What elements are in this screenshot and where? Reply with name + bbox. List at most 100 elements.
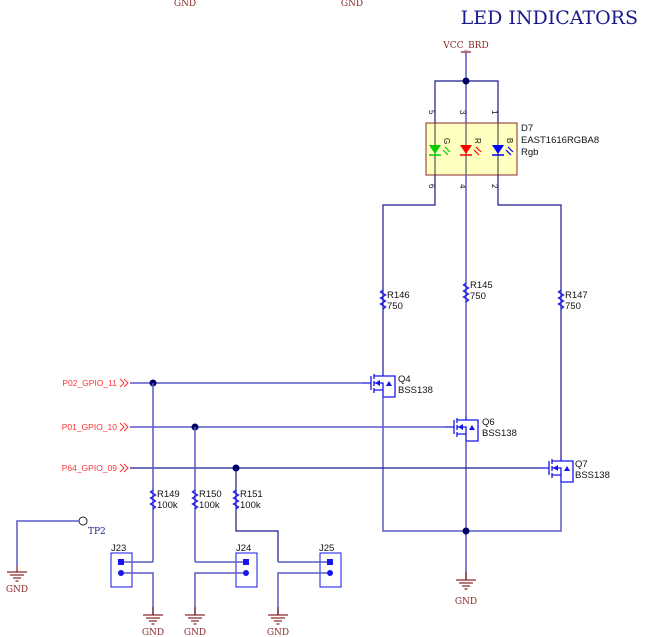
- wire: [382, 175, 436, 373]
- gnd-label: GND: [341, 0, 363, 9]
- testpoint-icon: [78, 516, 88, 526]
- pin-round-icon: [243, 570, 249, 576]
- pin-square-icon: [327, 559, 333, 565]
- offpage-arrow-icon: [119, 422, 129, 432]
- body-diode-icon: [386, 381, 392, 386]
- led-body: [425, 122, 518, 176]
- resistor-r146[interactable]: R146 750: [379, 289, 410, 312]
- pin-square-icon: [243, 559, 249, 565]
- ground-symbol: GND: [6, 566, 28, 595]
- gnd-label: GND: [6, 585, 28, 595]
- resistor-icon: [191, 489, 199, 510]
- pin-number: 6: [427, 184, 436, 189]
- jumper-j25[interactable]: J25: [319, 543, 342, 588]
- resistor-value: 750: [387, 301, 403, 312]
- led-d7[interactable]: G R B 5 3 1 6 4 2 D7 EAST1616RGBA8 Rgb: [425, 110, 599, 189]
- led-channel-r: R: [473, 138, 482, 144]
- mosfet-icon: [445, 417, 479, 442]
- resistor-ref: R147: [565, 290, 588, 301]
- wire: [194, 572, 243, 615]
- vcc-label: VCC_BRD: [442, 41, 488, 51]
- jumper-body: [319, 552, 342, 588]
- jumper-ref: J24: [236, 543, 251, 554]
- mosfet-arrow-icon: [553, 465, 558, 471]
- wire: [124, 572, 154, 615]
- testpoint-label: TP2: [88, 527, 106, 537]
- mosfet-q7[interactable]: Q7 BSS138: [540, 458, 610, 483]
- resistor-icon: [462, 282, 470, 303]
- net-p64-gpio-09[interactable]: P64_GPIO_09: [62, 463, 129, 473]
- jumper-ref: J25: [319, 543, 334, 554]
- gnd-label: GND: [142, 628, 164, 637]
- mosfet-q4[interactable]: Q4 BSS138: [362, 373, 433, 398]
- offpage-arrow-icon: [119, 463, 129, 473]
- junction: [462, 527, 470, 535]
- resistor-r151[interactable]: R151 100k: [232, 489, 263, 511]
- blue-led-icon: [492, 145, 514, 156]
- pin-square-icon: [118, 559, 124, 565]
- resistor-ref: R150: [199, 489, 222, 500]
- resistor-ref: R151: [240, 489, 263, 500]
- resistor-ref: R146: [387, 290, 410, 301]
- led-channel-b: B: [505, 138, 514, 143]
- led-value: Rgb: [521, 147, 538, 158]
- resistor-r150[interactable]: R150 100k: [191, 489, 222, 511]
- pin-round-icon: [118, 570, 124, 576]
- junction: [462, 77, 470, 85]
- resistor-value: 100k: [199, 500, 220, 511]
- resistor-ref: R149: [157, 489, 180, 500]
- mosfet-q6[interactable]: Q6 BSS138: [445, 417, 517, 442]
- page-title: LED INDICATORS: [461, 7, 638, 29]
- mosfet-part: BSS138: [398, 385, 433, 396]
- jumper-j23[interactable]: J23: [110, 543, 133, 588]
- jumper-body: [110, 552, 133, 588]
- pin-number: 5: [427, 110, 436, 115]
- jumper-ref: J23: [111, 543, 126, 554]
- resistor-icon: [149, 489, 157, 510]
- resistor-icon: [557, 289, 565, 310]
- mosfet-ref: Q6: [482, 417, 495, 428]
- led-ref: D7: [521, 123, 533, 134]
- pin-number: 1: [490, 110, 499, 115]
- led-channel-g: G: [442, 138, 451, 144]
- body-diode-icon: [564, 466, 570, 471]
- net-label: P64_GPIO_09: [62, 463, 118, 473]
- net-p02-gpio-11[interactable]: P02_GPIO_11: [62, 378, 129, 388]
- mosfet-ref: Q7: [575, 459, 588, 470]
- resistor-value: 750: [470, 291, 486, 302]
- jumper-j24[interactable]: J24: [235, 543, 258, 588]
- mosfet-icon: [362, 373, 396, 398]
- resistor-icon: [379, 289, 387, 310]
- resistor-icon: [232, 489, 240, 510]
- net-label: P01_GPIO_10: [62, 422, 118, 432]
- green-led-icon: [429, 145, 451, 156]
- resistor-r149[interactable]: R149 100k: [149, 489, 180, 511]
- gnd-label: GND: [184, 628, 206, 637]
- mosfet-arrow-icon: [458, 424, 463, 430]
- ground-symbol: GND: [455, 572, 477, 607]
- pin-round-icon: [327, 570, 333, 576]
- pin-number: 3: [458, 110, 467, 115]
- pin-number: 2: [490, 184, 499, 189]
- wire: [16, 520, 79, 566]
- ground-symbol: GND: [184, 607, 206, 637]
- red-led-icon: [460, 145, 482, 156]
- wire: [382, 397, 562, 532]
- mosfet-part: BSS138: [482, 428, 517, 439]
- testpoint-tp2[interactable]: TP2: [78, 516, 106, 537]
- resistor-r147[interactable]: R147 750: [557, 289, 588, 312]
- resistor-value: 100k: [157, 500, 178, 511]
- led-part: EAST1616RGBA8: [521, 135, 599, 146]
- resistor-ref: R145: [470, 280, 493, 291]
- mosfet-arrow-icon: [375, 380, 380, 386]
- wire: [277, 572, 327, 615]
- offpage-arrow-icon: [119, 378, 129, 388]
- body-diode-icon: [469, 425, 475, 430]
- gnd-label: GND: [174, 0, 196, 9]
- net-p01-gpio-10[interactable]: P01_GPIO_10: [62, 422, 129, 432]
- resistor-r145[interactable]: R145 750: [462, 280, 493, 303]
- gnd-label: GND: [455, 597, 477, 607]
- mosfet-icon: [540, 458, 574, 483]
- gnd-label: GND: [267, 628, 289, 637]
